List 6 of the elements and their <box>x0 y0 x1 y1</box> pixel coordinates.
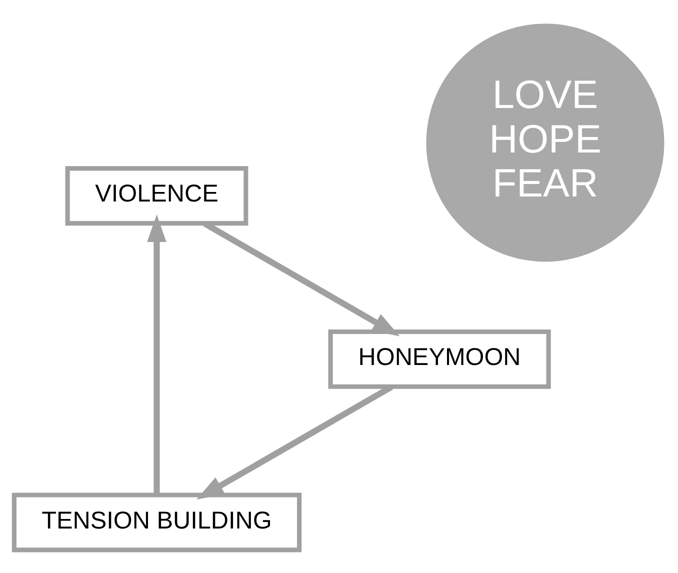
node-box: HONEYMOON <box>328 328 551 388</box>
node-box: TENSION BUILDING <box>12 492 302 552</box>
arrow <box>196 384 394 500</box>
arrow <box>147 214 166 494</box>
node-box: VIOLENCE <box>65 166 248 226</box>
node-circle: LOVE HOPE FEAR <box>426 23 664 262</box>
